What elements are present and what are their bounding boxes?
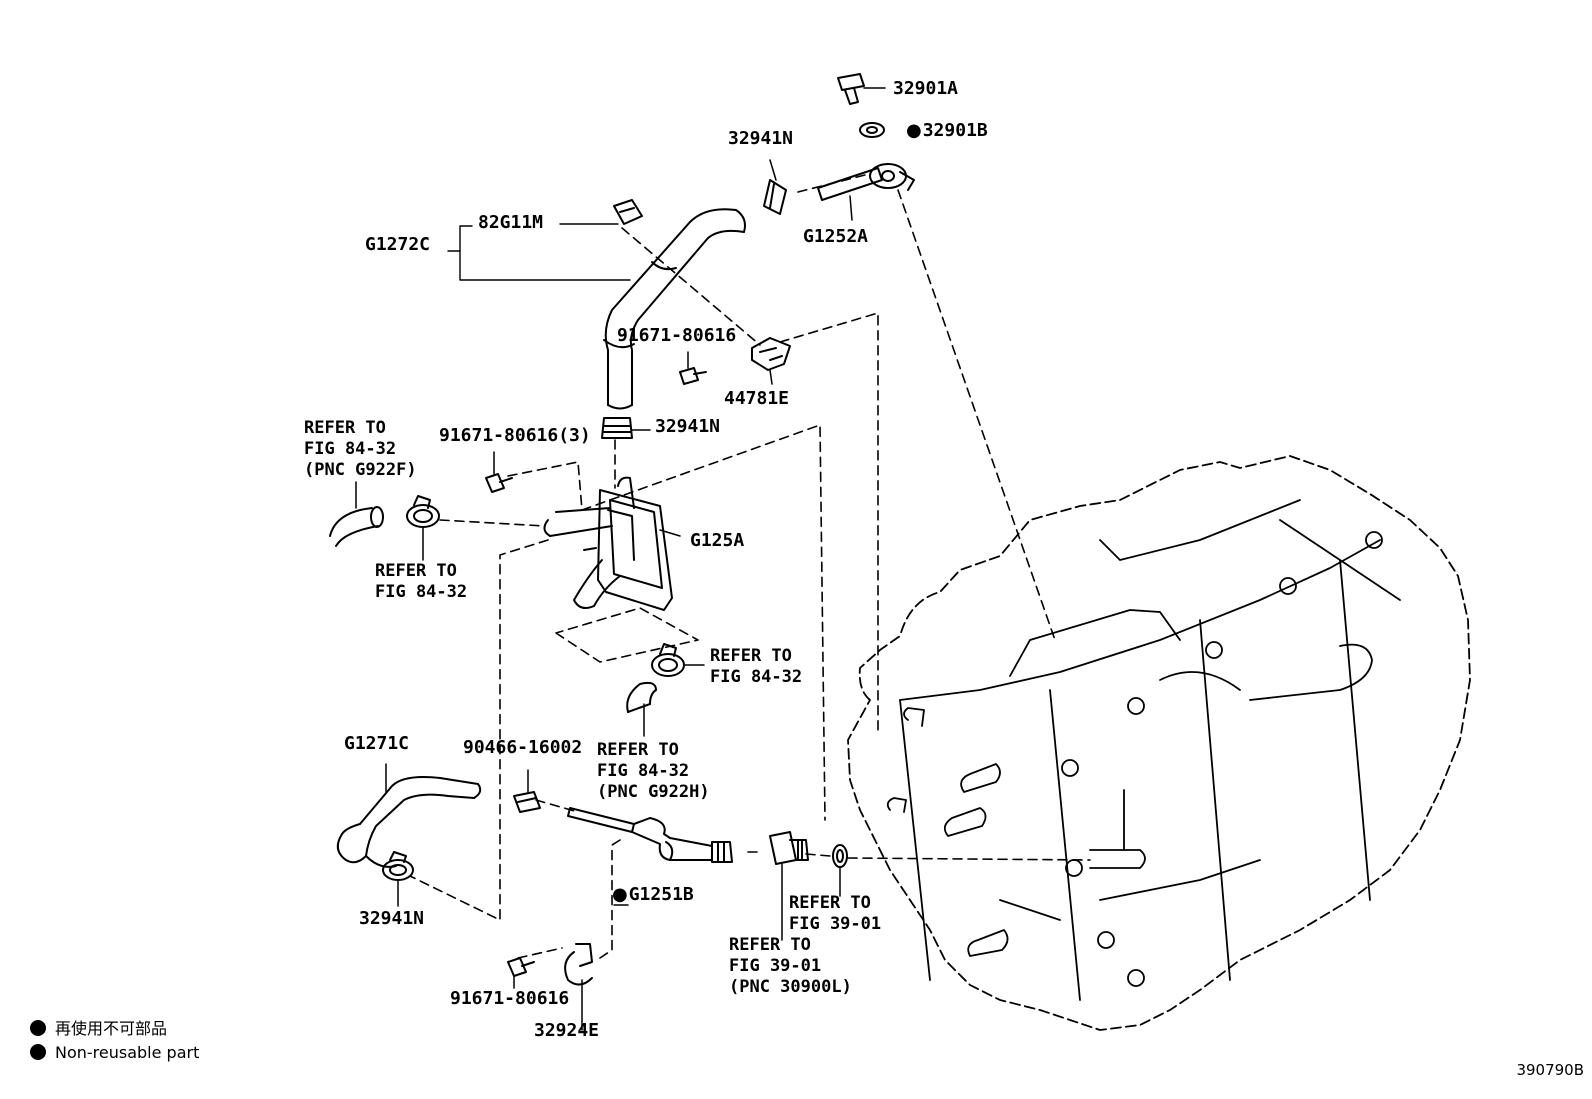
label-G1271C: G1271C [344, 733, 410, 754]
label-90466: 90466-16002 [463, 737, 583, 758]
hose-end-ref1 [329, 481, 384, 547]
reference-note-39-01: REFER TO FIG 39-01 [789, 893, 882, 934]
clip-90466 [513, 769, 541, 813]
bullet-icon [30, 1020, 46, 1036]
hose-end-ref4 [626, 681, 657, 737]
bolt-32901A [837, 73, 886, 105]
oil-cooler-G125A [543, 476, 681, 611]
label-32941N-bottom: 32941N [359, 908, 425, 929]
label-G1251B: G1251B [612, 884, 694, 905]
union-fitting [769, 831, 809, 941]
label-32941N-top: 32941N [728, 128, 794, 149]
hose-G1271C [336, 763, 482, 868]
dashed-leaders [409, 174, 1091, 959]
reference-note-84-32-right: REFER TO FIG 84-32 [710, 646, 803, 687]
clamp-32941N-bottom [382, 851, 414, 907]
reference-note-g922f: REFER TO FIG 84-32 (PNC G922F) [304, 418, 417, 480]
clamp-32941N-mid [601, 417, 651, 439]
label-82G11M: 82G11M [478, 212, 544, 233]
label-32941N-mid: 32941N [655, 416, 721, 437]
label-44781E: 44781E [724, 388, 790, 409]
label-32901B: 32901B [906, 120, 988, 141]
label-91671-a: 91671-80616 [617, 325, 737, 346]
label-91671-c: 91671-80616 [450, 988, 570, 1009]
legend-japanese: 再使用不可部品 [30, 1018, 167, 1040]
legend-english: Non-reusable part [30, 1042, 199, 1064]
clamp-32924E [564, 943, 593, 1031]
clamp-32941N-top [763, 159, 787, 215]
union-G1252A [817, 163, 915, 221]
bullet-icon [30, 1044, 46, 1060]
label-G1252A: G1252A [803, 226, 869, 247]
legend-jp-text: 再使用不可部品 [55, 1019, 168, 1038]
reference-note-30900l: REFER TO FIG 39-01 (PNC 30900L) [729, 935, 852, 997]
reference-note-84-32-left: REFER TO FIG 84-32 [375, 561, 468, 602]
transaxle-housing [847, 455, 1471, 1031]
diagram-code: 390790B [1516, 1061, 1584, 1079]
tube-G1251B [567, 807, 733, 863]
label-32924E: 32924E [534, 1020, 600, 1041]
reference-note-g922h: REFER TO FIG 84-32 (PNC G922H) [597, 740, 710, 802]
label-G1272C: G1272C [365, 234, 431, 255]
label-91671-b: 91671-80616(3) [439, 425, 591, 446]
gasket-32901B [859, 122, 885, 138]
hose-G1272C [447, 208, 746, 410]
clamp-ref3 [651, 643, 705, 677]
bolt-91671-c [507, 957, 535, 989]
label-32901A: 32901A [893, 78, 959, 99]
bracket-44781E [751, 337, 791, 385]
legend-en-text: Non-reusable part [55, 1043, 200, 1062]
gasket-ring [832, 844, 848, 897]
clip-82G11M [613, 199, 643, 225]
clamp-ref2 [406, 495, 440, 561]
label-G125A: G125A [690, 530, 745, 551]
bolt-91671-b [485, 451, 513, 493]
bolt-91671-a [679, 351, 707, 385]
